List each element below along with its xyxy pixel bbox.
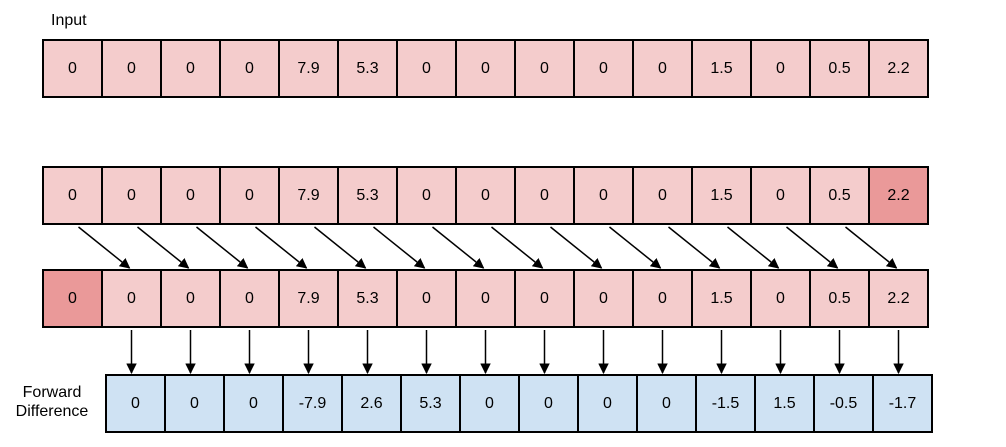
shifted-cell: 7.9 <box>278 269 339 328</box>
shifted-cell: 0 <box>514 269 575 328</box>
original-cell: 0 <box>219 166 280 225</box>
forward-difference-cell: 0 <box>518 374 579 433</box>
input-cell: 0 <box>573 39 634 98</box>
forward-difference-cell: 0 <box>105 374 166 433</box>
input-cell: 2.2 <box>868 39 929 98</box>
shift-arrow <box>786 226 839 269</box>
forward-difference-label: Forward Difference <box>4 383 100 421</box>
shift-arrow <box>314 226 367 269</box>
shifted-cell: 0 <box>573 269 634 328</box>
shifted-cell: 0 <box>396 269 457 328</box>
original-cell: 0 <box>632 166 693 225</box>
input-label: Input <box>51 12 87 29</box>
forward-difference-cell: 2.6 <box>341 374 402 433</box>
original-cell: 1.5 <box>691 166 752 225</box>
forward-difference-label-line2: Difference <box>15 403 89 420</box>
forward-difference-cell: -7.9 <box>282 374 343 433</box>
shift-arrow <box>727 226 780 269</box>
original-cell: 0 <box>514 166 575 225</box>
shifted-cell: 0 <box>750 269 811 328</box>
input-cell: 0 <box>750 39 811 98</box>
original-cell: 0 <box>42 166 103 225</box>
shift-arrow <box>668 226 721 269</box>
input-cell: 7.9 <box>278 39 339 98</box>
shifted-cell: 0 <box>219 269 280 328</box>
shift-arrow <box>491 226 544 269</box>
shift-arrow <box>609 226 662 269</box>
shift-arrow <box>78 226 131 269</box>
forward-difference-cell: 0 <box>636 374 697 433</box>
input-cell: 0 <box>396 39 457 98</box>
shift-arrow <box>550 226 603 269</box>
input-cell: 5.3 <box>337 39 398 98</box>
input-cell: 0.5 <box>809 39 870 98</box>
shifted-cell: 0 <box>632 269 693 328</box>
forward-difference-cell: 1.5 <box>754 374 815 433</box>
shifted-cell: 0 <box>455 269 516 328</box>
shift-arrow <box>196 226 249 269</box>
original-cell: 5.3 <box>337 166 398 225</box>
input-cell: 0 <box>455 39 516 98</box>
input-cell: 1.5 <box>691 39 752 98</box>
original-cell: 0 <box>573 166 634 225</box>
forward-difference-label-line1: Forward <box>22 384 82 401</box>
shift-arrow <box>373 226 426 269</box>
input-cell: 0 <box>160 39 221 98</box>
forward-difference-cell: -1.5 <box>695 374 756 433</box>
shift-arrow <box>432 226 485 269</box>
shifted-cell: 2.2 <box>868 269 929 328</box>
shifted-cell: 1.5 <box>691 269 752 328</box>
input-cell: 0 <box>632 39 693 98</box>
original-cell: 0 <box>101 166 162 225</box>
input-cell: 0 <box>219 39 280 98</box>
shift-arrow <box>255 226 308 269</box>
shifted-cell: 0 <box>160 269 221 328</box>
original-cell: 0 <box>160 166 221 225</box>
shift-arrow <box>137 226 190 269</box>
forward-difference-cell: 0 <box>459 374 520 433</box>
shift-arrow <box>845 226 898 269</box>
original-cell: 0.5 <box>809 166 870 225</box>
forward-difference-cell: -1.7 <box>872 374 933 433</box>
original-cell: 2.2 <box>868 166 929 225</box>
